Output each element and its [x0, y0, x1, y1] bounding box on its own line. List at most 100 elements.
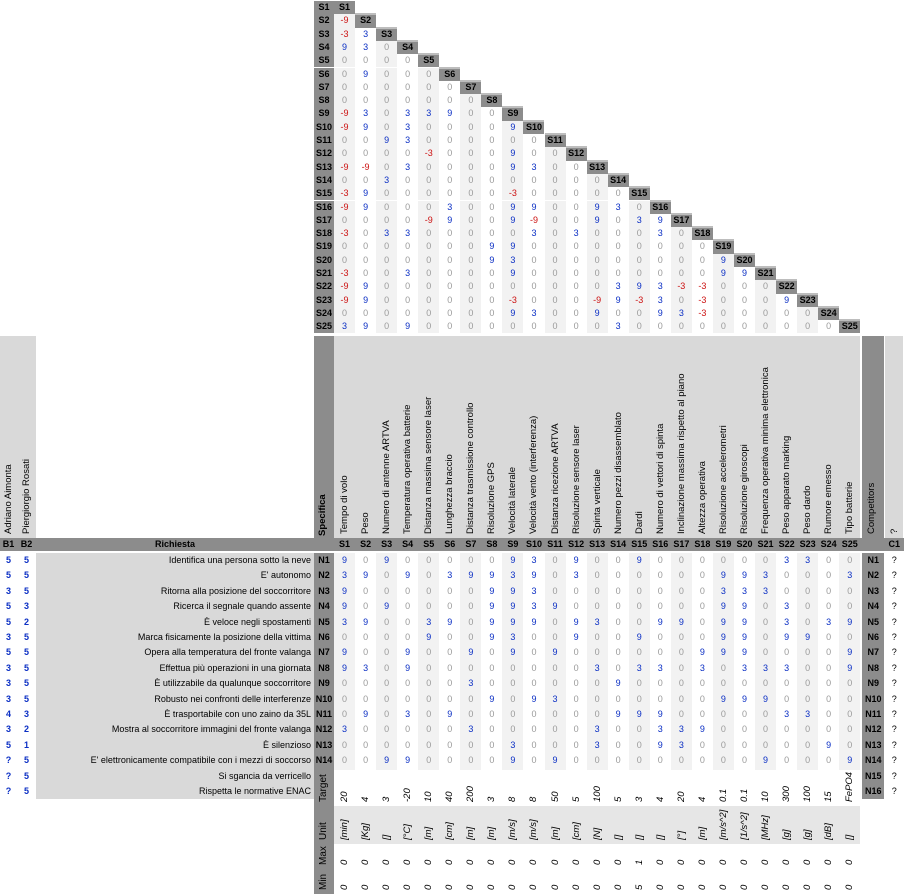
relationship-cell: 0	[607, 614, 629, 630]
correlation-cell: 0	[397, 306, 419, 321]
relationship-cell: 0	[628, 645, 650, 661]
correlation-cell: 9	[733, 267, 755, 281]
relationship-cell: 0	[755, 614, 777, 630]
relationship-cell: 0	[607, 599, 629, 615]
relationship-cell: 0	[397, 583, 419, 600]
relationship-cell: 0	[607, 737, 629, 754]
relationship-cell: 0	[397, 737, 419, 754]
bottom-target-value: 8	[528, 796, 540, 802]
specifica-label: Specifica	[317, 494, 328, 536]
need-b2-value: 5	[17, 583, 36, 600]
bottom-unit-value: [min]	[339, 819, 350, 840]
relationship-cell: 0	[397, 676, 419, 692]
bottom-target-value: 15	[823, 791, 835, 802]
triangle-edge	[376, 26, 398, 29]
relationship-cell: 9	[502, 645, 524, 661]
correlation-cell: 0	[460, 173, 482, 188]
relationship-cell: 9	[544, 753, 566, 769]
relationship-cell: 0	[334, 691, 356, 707]
relationship-cell: 0	[565, 722, 587, 738]
relationship-cell: 0	[565, 599, 587, 615]
relationship-cell: 0	[418, 753, 440, 769]
relationship-cell: 0	[797, 599, 819, 615]
bottom-max-value: 0	[339, 859, 350, 865]
relationship-cell: 0	[607, 583, 629, 600]
relationship-cell: 0	[334, 630, 356, 646]
relationship-cell: 0	[460, 753, 482, 769]
need-b2-value: 5	[17, 630, 36, 646]
relationship-cell: 0	[691, 614, 713, 630]
relationship-cell: 9	[376, 553, 398, 569]
relationship-cell: 0	[755, 599, 777, 615]
bottom-max-value: 0	[612, 859, 624, 865]
relationship-cell: 0	[586, 630, 608, 646]
correlation-cell: 0	[397, 147, 419, 161]
need-b2-value: 5	[17, 660, 36, 677]
correlation-cell: 0	[733, 280, 755, 294]
correlation-cell: 0	[439, 173, 461, 188]
correlation-cell: 0	[418, 134, 440, 148]
relationship-cell: 0	[712, 722, 734, 738]
correlation-cell: 0	[376, 240, 398, 254]
relationship-cell: 9	[565, 630, 587, 646]
spec-name: Peso	[360, 512, 372, 534]
relationship-cell: 3	[691, 660, 713, 677]
relationship-cell: 9	[818, 737, 840, 754]
need-b2-value: 5	[17, 691, 36, 707]
correlation-cell: 0	[565, 160, 587, 174]
relationship-cell: 0	[355, 630, 377, 646]
relationship-cell: 0	[797, 583, 819, 600]
bottom-row-bg	[334, 844, 861, 869]
triangle-diagonal-label: S20	[733, 253, 755, 267]
triangle-row-label: S11	[314, 134, 334, 148]
correlation-cell: 0	[797, 306, 819, 321]
correlation-cell: 0	[397, 240, 419, 254]
bottom-unit-value: [m]	[423, 826, 435, 840]
bottom-row-label: Min	[318, 873, 329, 890]
relationship-cell: 9	[712, 630, 734, 646]
correlation-cell: 9	[502, 120, 524, 134]
bottom-target-value: 40	[444, 791, 456, 802]
triangle-row-label: S12	[314, 147, 334, 161]
relationship-cell: 3	[418, 614, 440, 630]
bottom-unit-value: [m/s]	[507, 819, 519, 840]
correlation-cell: 0	[334, 134, 356, 148]
need-text: Si sgancia da verricello	[36, 768, 314, 784]
relationship-cell: 9	[481, 614, 503, 630]
relationship-cell: 9	[523, 614, 545, 630]
relationship-cell: 9	[334, 599, 356, 615]
bottom-target-value: 4	[360, 796, 372, 802]
correlation-cell: 9	[481, 240, 503, 254]
correlation-cell: 9	[502, 306, 524, 321]
relationship-cell: 0	[439, 660, 461, 677]
relationship-cell: 3	[628, 660, 650, 677]
relationship-cell: 3	[586, 660, 608, 677]
relationship-cell: 3	[439, 568, 461, 584]
triangle-edge	[418, 53, 440, 56]
correlation-cell: 0	[544, 320, 566, 334]
relationship-cell: 9	[839, 660, 861, 677]
correlation-cell: 0	[376, 107, 398, 121]
relationship-cell: 0	[818, 553, 840, 569]
bottom-max-value: 0	[423, 859, 435, 865]
relationship-cell: 0	[818, 660, 840, 677]
need-code: N12	[314, 722, 334, 738]
correlation-cell: 0	[334, 306, 356, 321]
relationship-cell: 3	[649, 660, 671, 677]
relationship-cell: 0	[776, 753, 798, 769]
relationship-cell: 3	[544, 691, 566, 707]
bottom-unit-value: []	[844, 834, 856, 840]
bottom-min-value: 0	[696, 884, 708, 890]
correlation-cell: 0	[355, 173, 377, 188]
relationship-cell: 0	[733, 737, 755, 754]
need-c1-value: ?	[885, 768, 904, 784]
relationship-cell: 0	[691, 630, 713, 646]
bottom-min-value: 0	[486, 884, 498, 890]
relationship-cell: 9	[628, 630, 650, 646]
need-b2-value: 1	[17, 737, 36, 754]
need-c1-value: ?	[885, 630, 904, 646]
correlation-cell: 9	[439, 107, 461, 121]
relationship-cell: 9	[712, 645, 734, 661]
need-code-right: N15	[862, 768, 885, 784]
bottom-target-value: 10	[760, 791, 771, 802]
